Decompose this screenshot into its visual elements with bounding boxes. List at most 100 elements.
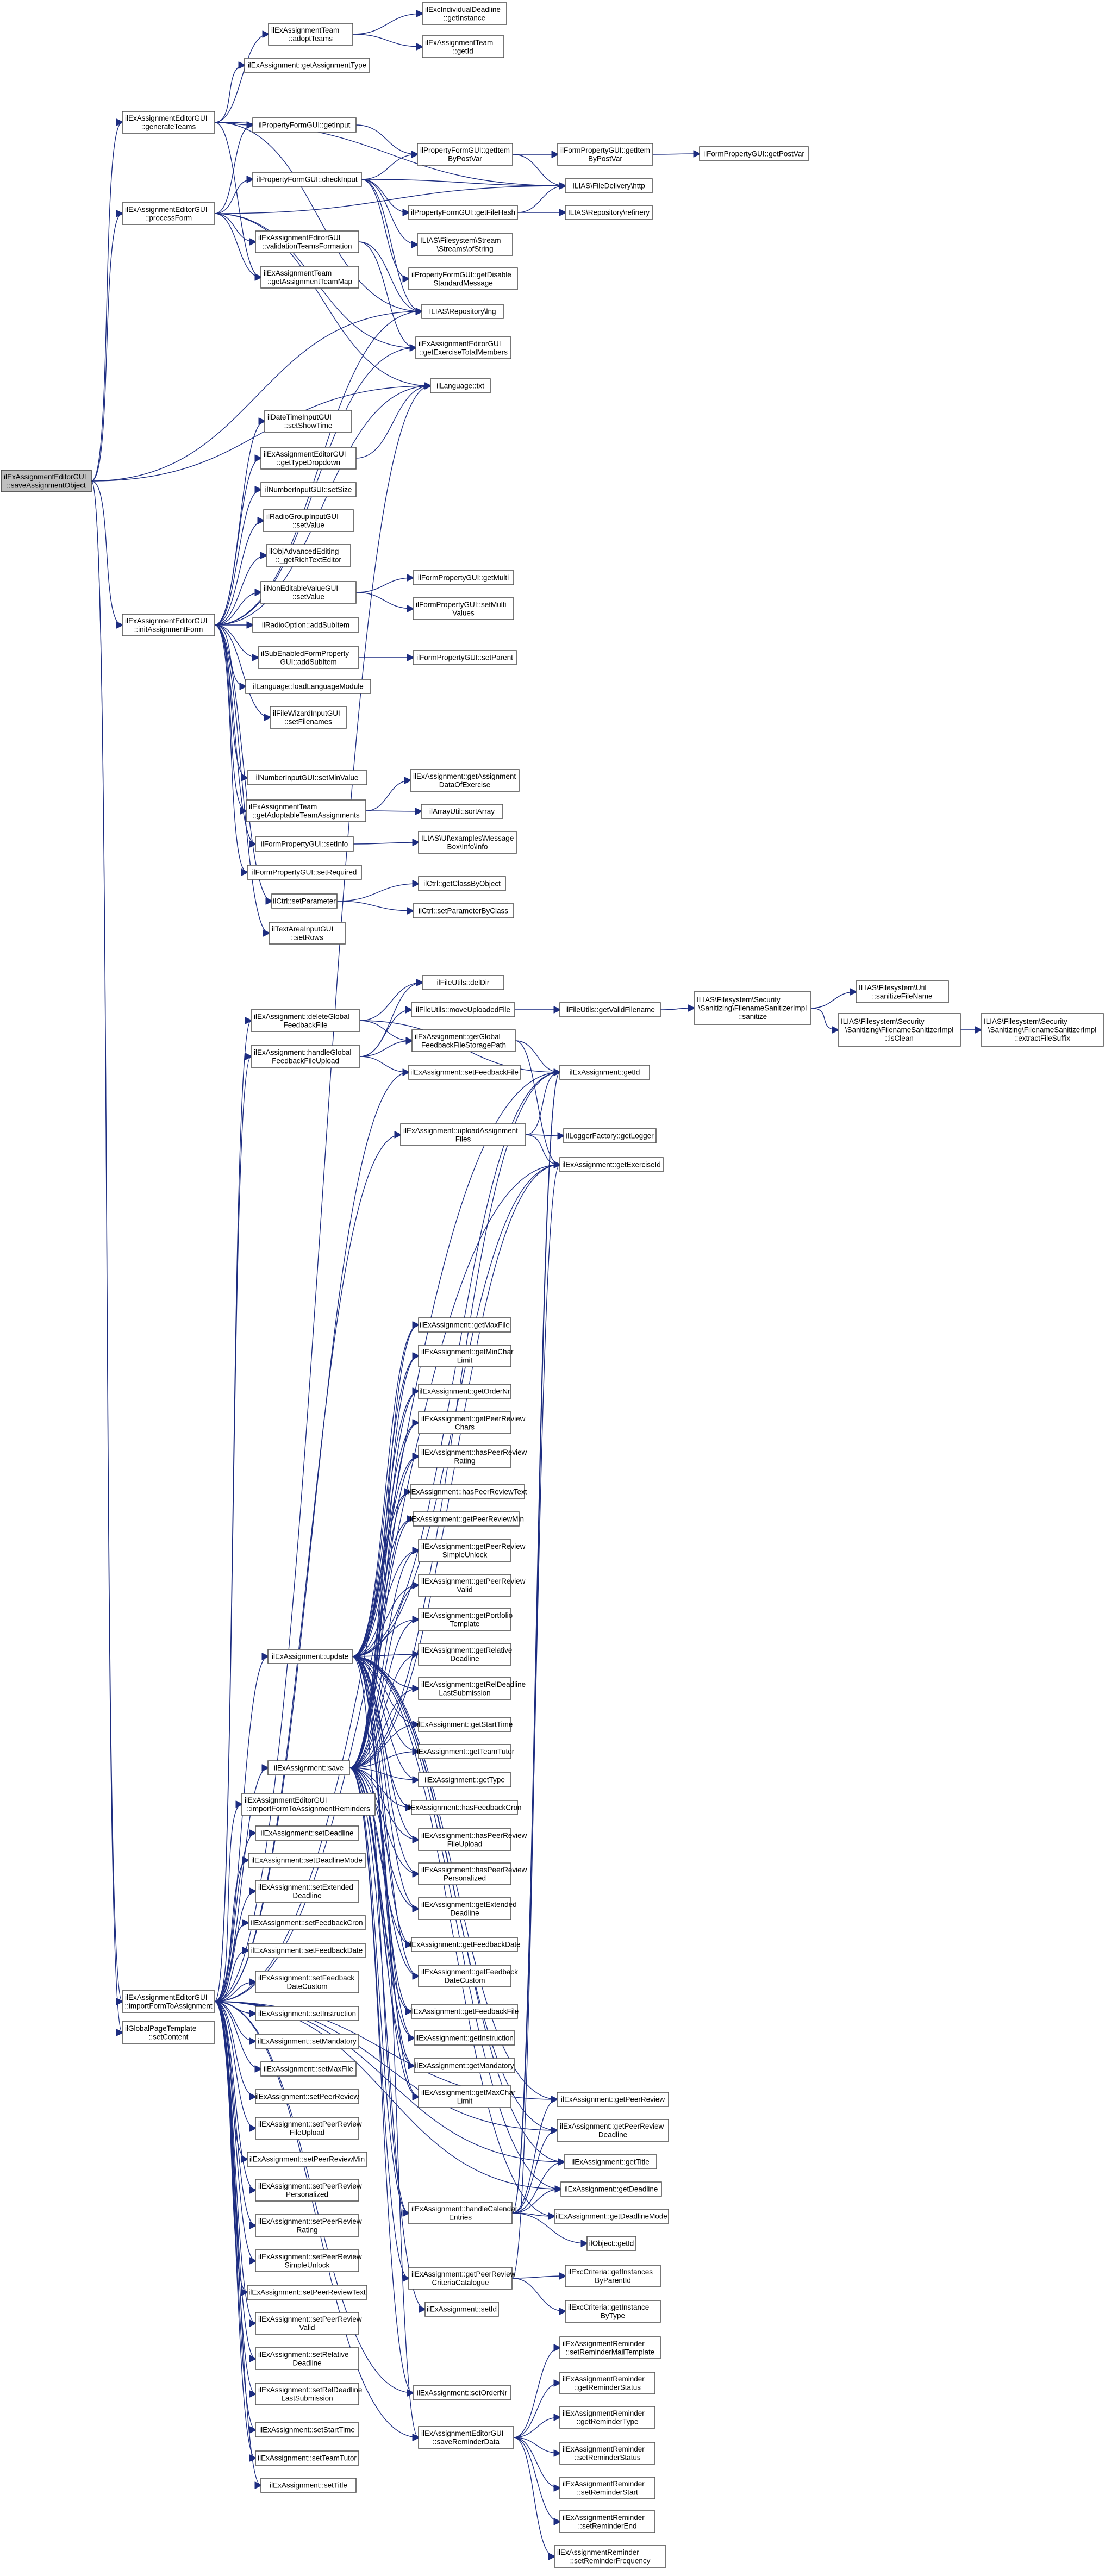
node-ilpropertyformgui-getinput[interactable]: ilPropertyFormGUI::getInput bbox=[252, 117, 357, 133]
node-ilexassignment-getfeedbackdate[interactable]: ilExAssignment::getFeedbackDate bbox=[408, 1937, 521, 1952]
node-ilias-repository-lng[interactable]: ILIAS\Repository\lng bbox=[421, 304, 504, 319]
node-ilexassignmentreminder-setremindermailtemplate[interactable]: ilExAssignmentReminder::setReminderMailT… bbox=[559, 2336, 661, 2359]
node-ilexassignment-setfeedbackcron[interactable]: ilExAssignment::setFeedbackCron bbox=[248, 1915, 366, 1930]
node-ilexassignment-getfeedbackfile[interactable]: ilExAssignment::getFeedbackFile bbox=[410, 2004, 519, 2019]
node-ilexassignmenteditorgui-processform[interactable]: ilExAssignmentEditorGUI::processForm bbox=[122, 202, 215, 225]
node-ildatetimeinputgui-setshowtime[interactable]: ilDateTimeInputGUI::setShowTime bbox=[264, 410, 352, 433]
node-ilexassignment-getid[interactable]: ilExAssignment::getId bbox=[559, 1065, 650, 1080]
node-ilexassignment-save[interactable]: ilExAssignment::save bbox=[267, 1760, 350, 1775]
node-ilexassignment-haspeerreview-personalized[interactable]: ilExAssignment::hasPeerReviewPersonalize… bbox=[418, 1862, 527, 1885]
node-ilformpropertygui-setparent[interactable]: ilFormPropertyGUI::setParent bbox=[413, 650, 517, 665]
node-ilnumberinputgui-setsize[interactable]: ilNumberInputGUI::setSize bbox=[260, 482, 357, 497]
node-ilnoneditablevaluegui-setvalue[interactable]: ilNonEditableValueGUI::setValue bbox=[260, 581, 357, 604]
node-ilias-filesystem-util-sanitizefilename[interactable]: ILIAS\Filesystem\Util::sanitizeFileName bbox=[856, 980, 949, 1003]
node-ilexassignment-setid[interactable]: ilExAssignment::setId bbox=[424, 2302, 499, 2317]
node-ilpropertyformgui-checkinput[interactable]: ilPropertyFormGUI::checkInput bbox=[252, 172, 362, 187]
node-ilfilewizardinputgui-setfilenames[interactable]: ilFileWizardInputGUI::setFilenames bbox=[270, 706, 347, 729]
node-ilfileutils-getvalidfilename[interactable]: ilFileUtils::getValidFilename bbox=[559, 1002, 661, 1017]
node-ilformpropertygui-setinfo[interactable]: ilFormPropertyGUI::setInfo bbox=[255, 836, 354, 852]
node-ilias-filesystem-security-sanitizing-filenamesanitizerimpl-extractfilesuffix[interactable]: ILIAS\Filesystem\Security\Sanitizing\Fil… bbox=[981, 1013, 1104, 1047]
node-ilexassignment-getteamtutor[interactable]: ilExAssignment::getTeamTutor bbox=[415, 1744, 515, 1759]
node-ilfileutils-deldir[interactable]: ilFileUtils::delDir bbox=[422, 975, 504, 990]
node-ilexassignment-gettype[interactable]: ilExAssignment::getType bbox=[418, 1772, 511, 1787]
node-ilexassignment-getpeerreview-simpleunlock[interactable]: ilExAssignment::getPeerReviewSimpleUnloc… bbox=[418, 1539, 526, 1562]
node-ilexassignment-getglobal-feedbackfilestoragepath[interactable]: ilExAssignment::getGlobalFeedbackFileSto… bbox=[411, 1029, 516, 1052]
node-ilexassignmentreminder-setreminderend[interactable]: ilExAssignmentReminder::setReminderEnd bbox=[559, 2510, 655, 2533]
node-ilctrl-getclassbyobject[interactable]: ilCtrl::getClassByObject bbox=[418, 876, 506, 891]
node-ilexassignmentteam-getid[interactable]: ilExAssignmentTeam::getId bbox=[422, 35, 504, 58]
node-ilexassignment-getexerciseid[interactable]: ilExAssignment::getExerciseId bbox=[559, 1157, 664, 1172]
node-ilexassignmenteditorgui-savereminderdata[interactable]: ilExAssignmentEditorGUI::saveReminderDat… bbox=[418, 2426, 514, 2449]
node-ilexassignment-setfeedbackdate[interactable]: ilExAssignment::setFeedbackDate bbox=[248, 1943, 366, 1958]
node-ilexassignment-getpeerreviewmin[interactable]: ilExAssignment::getPeerReviewMin bbox=[408, 1511, 524, 1527]
node-ilexassignment-setmaxfile[interactable]: ilExAssignment::setMaxFile bbox=[260, 2061, 357, 2077]
node-ilexassignment-gettitle[interactable]: ilExAssignment::getTitle bbox=[564, 2154, 657, 2169]
node-ilfileutils-moveuploadedfile[interactable]: ilFileUtils::moveUploadedFile bbox=[411, 1002, 515, 1017]
node-ilctrl-setparameter[interactable]: ilCtrl::setParameter bbox=[271, 893, 338, 909]
node-ilformpropertygui-setrequired[interactable]: ilFormPropertyGUI::setRequired bbox=[247, 865, 362, 880]
node-ilexassignment-getpeerreview-criteriacatalogue[interactable]: ilExAssignment::getPeerReviewCriteriaCat… bbox=[408, 2267, 516, 2290]
node-ilexassignment-getdeadline[interactable]: ilExAssignment::getDeadline bbox=[560, 2181, 662, 2197]
node-ilexcindividualdeadline-getinstance[interactable]: ilExcIndividualDeadline::getInstance bbox=[422, 2, 507, 25]
node-ilexassignment-getordernr[interactable]: ilExAssignment::getOrderNr bbox=[418, 1384, 511, 1399]
node-ilexassignmenteditorgui-initassignmentform[interactable]: ilExAssignmentEditorGUI::initAssignmentF… bbox=[122, 614, 215, 636]
node-ilexassignment-handleglobal-feedbackfileupload[interactable]: ilExAssignment::handleGlobalFeedbackFile… bbox=[251, 1045, 360, 1068]
node-ilexassignment-setpeerreviewmin[interactable]: ilExAssignment::setPeerReviewMin bbox=[247, 2152, 367, 2167]
node-ilexassignment-getreldeadline-lastsubmission[interactable]: ilExAssignment::getRelDeadlineLastSubmis… bbox=[418, 1677, 526, 1700]
node-ilobject-getid[interactable]: ilObject::getId bbox=[586, 2236, 636, 2251]
node-ilformpropertygui-getpostvar[interactable]: ilFormPropertyGUI::getPostVar bbox=[699, 146, 809, 161]
node-ilexassignmentreminder-setreminderstatus[interactable]: ilExAssignmentReminder::setReminderStatu… bbox=[559, 2442, 655, 2465]
node-ilexassignmenteditorgui-importformtoassignmentreminders[interactable]: ilExAssignmentEditorGUI::importFormToAss… bbox=[241, 1793, 376, 1816]
node-ilexassignment-setteamtutor[interactable]: ilExAssignment::setTeamTutor bbox=[255, 2450, 359, 2466]
node-ilias-filedelivery-http[interactable]: ILIAS\FileDelivery\http bbox=[565, 178, 653, 193]
node-ilexassignment-setpeerreview-simpleunlock[interactable]: ilExAssignment::setPeerReviewSimpleUnloc… bbox=[255, 2249, 362, 2272]
node-ilexassignment-setpeerreview[interactable]: ilExAssignment::setPeerReview bbox=[255, 2089, 359, 2104]
node-ilnumberinputgui-setminvalue[interactable]: ilNumberInputGUI::setMinValue bbox=[247, 770, 367, 785]
node-ilias-filesystem-stream-streams-ofstring[interactable]: ILIAS\Filesystem\Stream\Streams\ofString bbox=[417, 233, 513, 256]
node-ilexassignment-getdeadlinemode[interactable]: ilExAssignment::getDeadlineMode bbox=[554, 2209, 669, 2224]
node-ilexassignment-setdeadline[interactable]: ilExAssignment::setDeadline bbox=[255, 1825, 359, 1841]
node-ilexassignmenteditorgui-generateteams[interactable]: ilExAssignmentEditorGUI::generateTeams bbox=[122, 111, 215, 134]
node-ilexassignment-getassignmenttype[interactable]: ilExAssignment::getAssignmentType bbox=[244, 58, 370, 73]
node-ilexassignment-setpeerreview-personalized[interactable]: ilExAssignment::setPeerReviewPersonalize… bbox=[255, 2179, 362, 2202]
node-ilexassignment-setreldeadline-lastsubmission[interactable]: ilExAssignment::setRelDeadlineLastSubmis… bbox=[255, 2383, 362, 2405]
node-ilpropertyformgui-getfilehash[interactable]: ilPropertyFormGUI::getFileHash bbox=[408, 205, 518, 220]
node-ilexassignmentteam-getadoptableteamassignments[interactable]: ilExAssignmentTeam::getAdoptableTeamAssi… bbox=[246, 799, 366, 822]
node-illanguage-loadlanguagemodule[interactable]: ilLanguage::loadLanguageModule bbox=[245, 679, 371, 694]
node-ilexassignmentreminder-getremindertype[interactable]: ilExAssignmentReminder::getReminderType bbox=[559, 2406, 655, 2429]
node-ilexassignment-getmandatory[interactable]: ilExAssignment::getMandatory bbox=[414, 2058, 515, 2073]
node-ilexassignmenteditorgui-gettypedropdown[interactable]: ilExAssignmentEditorGUI::getTypeDropdown bbox=[260, 447, 357, 470]
node-ilexassignmentteam-getassignmentteammap[interactable]: ilExAssignmentTeam::getAssignmentTeamMap bbox=[260, 266, 359, 289]
node-ilexassignmenteditorgui-saveassignmentobject[interactable]: ilExAssignmentEditorGUI::saveAssignmentO… bbox=[1, 470, 92, 492]
node-illanguage-txt[interactable]: ilLanguage::txt bbox=[430, 378, 491, 393]
node-ilctrl-setparameterbyclass[interactable]: ilCtrl::setParameterByClass bbox=[413, 903, 514, 918]
node-ilexassignment-hasfeedbackcron[interactable]: ilExAssignment::hasFeedbackCron bbox=[407, 1800, 522, 1815]
node-ilpropertyformgui-getdisable-standardmessage[interactable]: ilPropertyFormGUI::getDisableStandardMes… bbox=[408, 267, 518, 290]
node-ilexassignment-setstarttime[interactable]: ilExAssignment::setStartTime bbox=[255, 2422, 359, 2437]
node-ilias-filesystem-security-sanitizing-filenamesanitizerimpl-sanitize[interactable]: ILIAS\Filesystem\Security\Sanitizing\Fil… bbox=[694, 991, 811, 1025]
node-ilexassignment-setinstruction[interactable]: ilExAssignment::setInstruction bbox=[255, 2006, 359, 2021]
node-ilexassignmenteditorgui-getexercisetotalmembers[interactable]: ilExAssignmentEditorGUI::getExerciseTota… bbox=[415, 336, 511, 359]
node-ilformpropertygui-getmulti[interactable]: ilFormPropertyGUI::getMulti bbox=[413, 570, 514, 585]
